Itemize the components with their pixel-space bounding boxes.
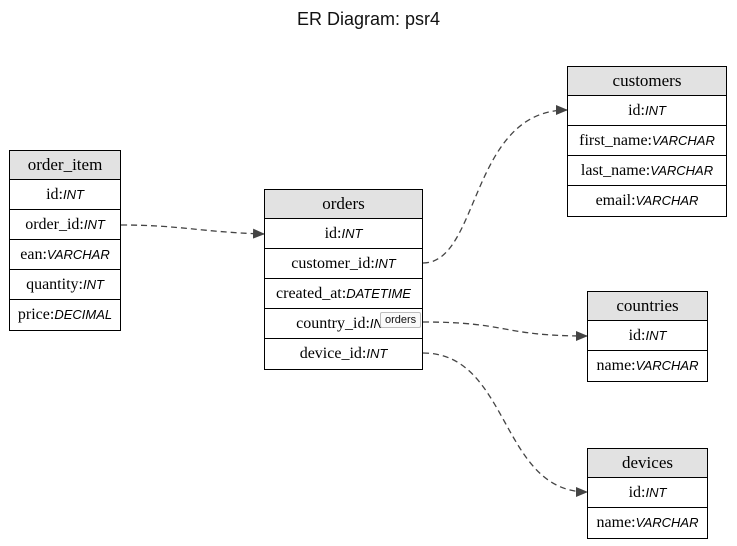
hover-tooltip: orders — [380, 312, 422, 328]
field-row[interactable]: id:INT — [265, 219, 422, 249]
entity-name: customers — [568, 67, 726, 96]
field-row[interactable]: email:VARCHAR — [595, 192, 699, 209]
field-row[interactable]: name:VARCHAR — [596, 514, 699, 531]
entity-orders[interactable]: orders id:INT customer_id:INT created_at… — [264, 189, 423, 370]
field-row[interactable]: id:INT — [10, 180, 120, 210]
entity-name: orders — [265, 190, 422, 219]
field-row[interactable]: order_id:INT — [10, 210, 120, 240]
field-row[interactable]: created_at:DATETIME — [265, 279, 422, 309]
field-row[interactable]: id:INT — [568, 96, 726, 126]
relation-orders-customers[interactable] — [422, 105, 568, 264]
entity-name: devices — [588, 449, 707, 478]
field-row[interactable]: last_name:VARCHAR — [568, 156, 726, 186]
field-row[interactable]: customer_id:INT — [265, 249, 422, 279]
entity-devices[interactable]: devices id:INT name:VARCHAR — [587, 448, 708, 539]
field-row[interactable]: price:DECIMAL — [17, 306, 113, 323]
relation-order-item-orders[interactable] — [120, 224, 265, 239]
entity-order-item[interactable]: order_item id:INT order_id:INT ean:VARCH… — [9, 150, 121, 331]
entity-customers[interactable]: customers id:INT first_name:VARCHAR last… — [567, 66, 727, 217]
entity-countries[interactable]: countries id:INT name:VARCHAR — [587, 291, 708, 382]
field-row[interactable]: id:INT — [588, 321, 707, 351]
field-row[interactable]: id:INT — [588, 478, 707, 508]
field-row[interactable]: name:VARCHAR — [596, 357, 699, 374]
field-row[interactable]: quantity:INT — [10, 270, 120, 300]
relation-orders-countries[interactable] — [422, 321, 588, 341]
field-row[interactable]: ean:VARCHAR — [10, 240, 120, 270]
entity-name: countries — [588, 292, 707, 321]
field-row[interactable]: device_id:INT — [299, 345, 388, 362]
diagram-title: ER Diagram: psr4 — [296, 9, 441, 29]
relation-orders-devices[interactable] — [422, 352, 588, 497]
field-row[interactable]: first_name:VARCHAR — [568, 126, 726, 156]
entity-name: order_item — [10, 151, 120, 180]
